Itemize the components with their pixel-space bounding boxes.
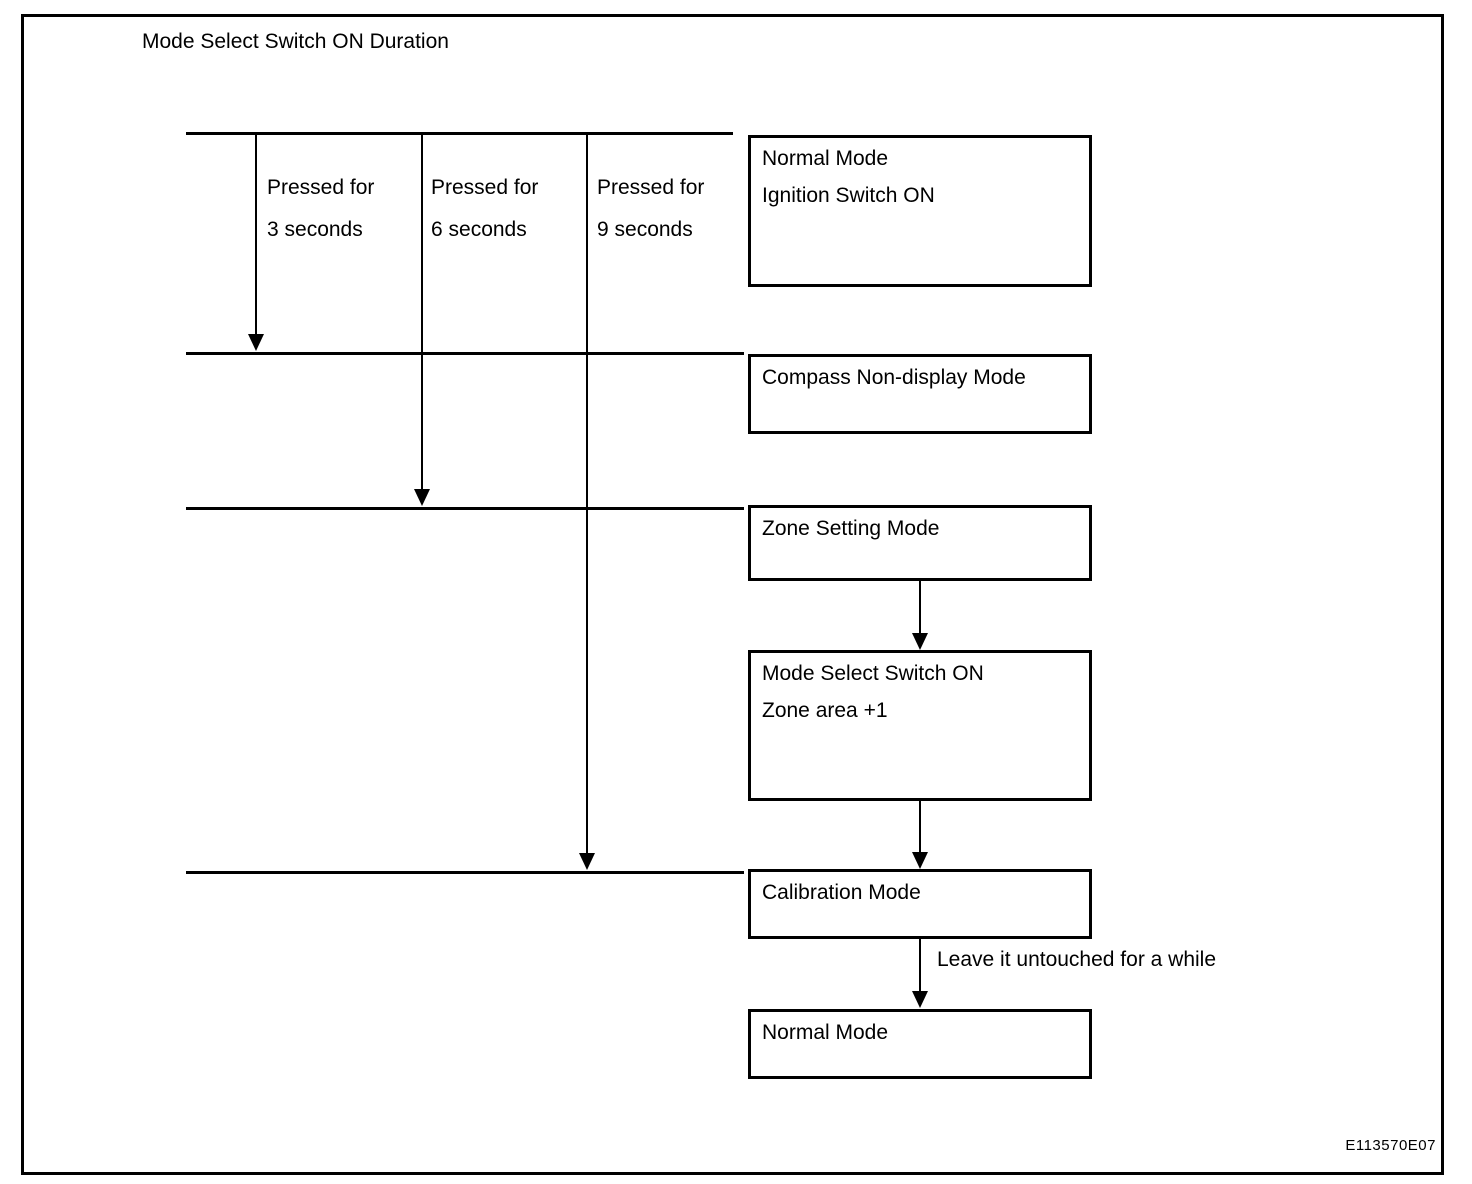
down-arrowhead-icon <box>912 852 928 869</box>
leave-untouched-note: Leave it untouched for a while <box>937 948 1217 971</box>
box-text-line: Normal Mode <box>762 147 889 170</box>
down-arrowhead-icon <box>912 991 928 1008</box>
press-duration-label-3s: Pressed for 3 seconds <box>267 167 374 251</box>
press-label-line: 6 seconds <box>431 218 527 241</box>
box-compass-non-display-mode: Compass Non-display Mode <box>748 354 1092 434</box>
press-label-line: 9 seconds <box>597 218 693 241</box>
diagram-border <box>21 14 1444 1175</box>
press-label-line: Pressed for <box>597 176 705 199</box>
box-text-line: Compass Non-display Mode <box>762 366 1026 389</box>
press-label-line: Pressed for <box>267 176 375 199</box>
box-calibration-mode: Calibration Mode <box>748 869 1092 939</box>
box-text-line: Calibration Mode <box>762 881 921 904</box>
box-text-line: Normal Mode <box>762 1021 889 1044</box>
box-mode-select-switch-on: Mode Select Switch ON Zone area +1 <box>748 650 1092 801</box>
box-normal-mode-final: Normal Mode <box>748 1009 1092 1079</box>
box-zone-setting-mode: Zone Setting Mode <box>748 505 1092 581</box>
timeline-3s <box>186 352 744 355</box>
arrow-9s-shaft <box>586 132 588 854</box>
box-text-line: Zone area +1 <box>762 699 888 722</box>
diagram-title: Mode Select Switch ON Duration <box>142 30 449 53</box>
press-duration-label-9s: Pressed for 9 seconds <box>597 167 704 251</box>
press-duration-label-6s: Pressed for 6 seconds <box>431 167 538 251</box>
down-arrowhead-icon <box>579 853 595 870</box>
box-text-line: Mode Select Switch ON <box>762 662 984 685</box>
down-arrowhead-icon <box>912 633 928 650</box>
timeline-top <box>186 132 733 135</box>
box-text-line: Zone Setting Mode <box>762 517 940 540</box>
arrow-3s-shaft <box>255 132 257 335</box>
arrow-6s-shaft <box>421 132 423 490</box>
press-label-line: 3 seconds <box>267 218 363 241</box>
down-arrowhead-icon <box>248 334 264 351</box>
box-text-line: Ignition Switch ON <box>762 184 935 207</box>
timeline-9s <box>186 871 744 874</box>
connector-modeselect-to-calibration <box>919 799 921 853</box>
timeline-6s <box>186 507 744 510</box>
figure-code: E113570E07 <box>1345 1137 1436 1154</box>
connector-zone-to-modeselect <box>919 581 921 634</box>
connector-calibration-to-normal <box>919 937 921 992</box>
press-label-line: Pressed for <box>431 176 539 199</box>
down-arrowhead-icon <box>414 489 430 506</box>
box-normal-mode: Normal Mode Ignition Switch ON <box>748 135 1092 287</box>
